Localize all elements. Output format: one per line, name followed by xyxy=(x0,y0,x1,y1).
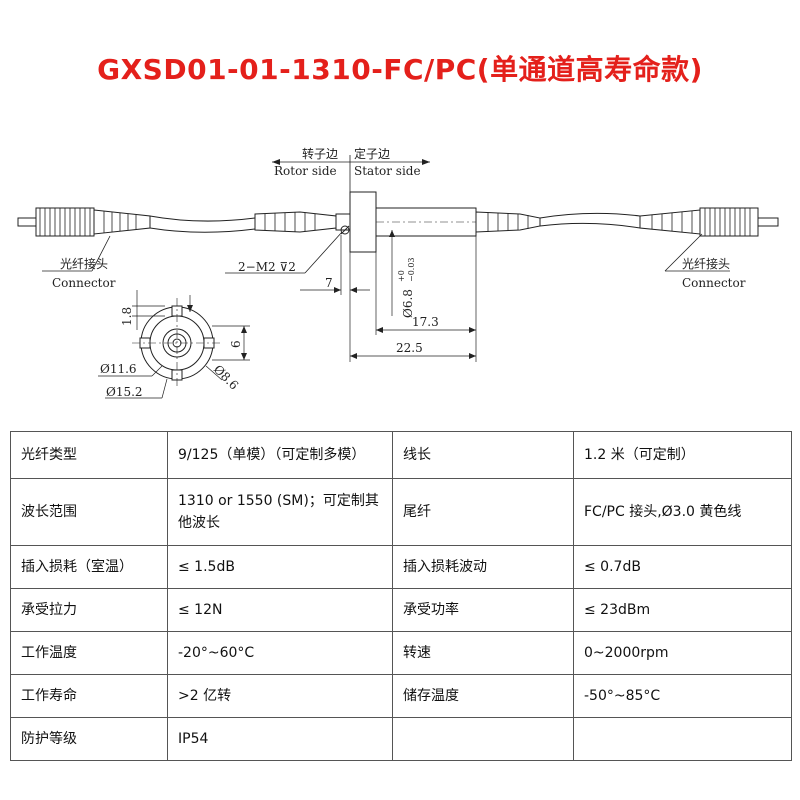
table-row: 光纤类型 9/125（单模）（可定制多模） 线长 1.2 米（可定制） xyxy=(10,431,792,479)
spec-label: 转速 xyxy=(392,631,574,675)
spec-value: ≤ 1.5dB xyxy=(167,545,393,589)
spec-value: >2 亿转 xyxy=(167,674,393,718)
spec-value: ≤ 23dBm xyxy=(573,588,792,632)
table-row: 插入损耗（室温） ≤ 1.5dB 插入损耗波动 ≤ 0.7dB xyxy=(10,545,792,589)
spec-value: -50°~85°C xyxy=(573,674,792,718)
spec-value xyxy=(573,717,792,761)
stator-side-en: Stator side xyxy=(354,164,421,178)
dim-17-3: 17.3 xyxy=(412,315,439,329)
rotor-side-en: Rotor side xyxy=(274,164,337,178)
spec-label xyxy=(392,717,574,761)
connector-right-en: Connector xyxy=(682,276,746,290)
dim-22-5: 22.5 xyxy=(396,341,423,355)
spec-table: 光纤类型 9/125（单模）（可定制多模） 线长 1.2 米（可定制） 波长范围… xyxy=(10,431,792,761)
connector-right-cn: 光纤接头 xyxy=(682,256,730,271)
spec-label: 尾纤 xyxy=(392,478,574,546)
end-view xyxy=(132,298,222,388)
spec-value: 9/125（单模）（可定制多模） xyxy=(167,431,393,479)
thread-callout: 2−M2 ⊽2 xyxy=(238,260,296,274)
right-connector-pin xyxy=(757,217,779,227)
spec-value: 0~2000rpm xyxy=(573,631,792,675)
technical-drawing: 转子边 定子边 Rotor side Stator side 光纤接头 Conn… xyxy=(17,146,779,399)
stator-side-cn: 定子边 xyxy=(354,146,390,161)
rotor-side-cn: 转子边 xyxy=(302,146,338,161)
spec-value: FC/PC 接头,Ø3.0 黄色线 xyxy=(573,478,792,546)
table-row: 工作寿命 >2 亿转 储存温度 -50°~85°C xyxy=(10,674,792,718)
dim-1-8: 1.8 xyxy=(120,307,134,326)
right-connector-boot xyxy=(639,209,701,235)
spec-label: 承受功率 xyxy=(392,588,574,632)
right-connector-nut xyxy=(699,207,759,237)
dim-6: 6 xyxy=(229,340,243,348)
spec-value: ≤ 0.7dB xyxy=(573,545,792,589)
connector-left-en: Connector xyxy=(52,276,116,290)
product-title: GXSD01-01-1310-FC/PC(单通道高寿命款) xyxy=(97,53,703,86)
dim-11-6: Ø11.6 xyxy=(100,362,137,376)
spec-label: 承受拉力 xyxy=(10,588,168,632)
spec-label: 工作寿命 xyxy=(10,674,168,718)
table-row: 承受拉力 ≤ 12N 承受功率 ≤ 23dBm xyxy=(10,588,792,632)
spec-label: 储存温度 xyxy=(392,674,574,718)
left-connector-pin xyxy=(17,217,37,227)
spec-value: 1310 or 1550 (SM)；可定制其他波长 xyxy=(167,478,393,546)
spec-value: 1.2 米（可定制） xyxy=(573,431,792,479)
dim-tol-lower: −0.03 xyxy=(407,257,416,282)
spec-label: 插入损耗（室温） xyxy=(10,545,168,589)
mount-hole xyxy=(340,225,350,235)
spec-label: 插入损耗波动 xyxy=(392,545,574,589)
table-row: 防护等级 IP54 xyxy=(10,717,792,761)
table-row: 工作温度 -20°~60°C 转速 0~2000rpm xyxy=(10,631,792,675)
dim-tol-upper: +0 xyxy=(397,270,406,282)
flange xyxy=(349,191,377,253)
spec-value: IP54 xyxy=(167,717,393,761)
dim-shaft-dia: Ø6.8 xyxy=(401,289,415,318)
spec-value: -20°~60°C xyxy=(167,631,393,675)
spec-label: 防护等级 xyxy=(10,717,168,761)
table-row: 波长范围 1310 or 1550 (SM)；可定制其他波长 尾纤 FC/PC … xyxy=(10,478,792,546)
spec-label: 线长 xyxy=(392,431,574,479)
spec-value: ≤ 12N xyxy=(167,588,393,632)
left-cable xyxy=(149,215,256,233)
connector-left-cn: 光纤接头 xyxy=(60,256,108,271)
right-cable xyxy=(539,212,641,229)
spec-label: 光纤类型 xyxy=(10,431,168,479)
dim-7: 7 xyxy=(325,276,333,290)
dim-8-6: Ø8.6 xyxy=(211,362,241,392)
left-connector-boot xyxy=(93,209,151,235)
dim-15-2: Ø15.2 xyxy=(106,385,143,399)
spec-label: 波长范围 xyxy=(10,478,168,546)
rotor-boot xyxy=(254,211,337,233)
spec-label: 工作温度 xyxy=(10,631,168,675)
